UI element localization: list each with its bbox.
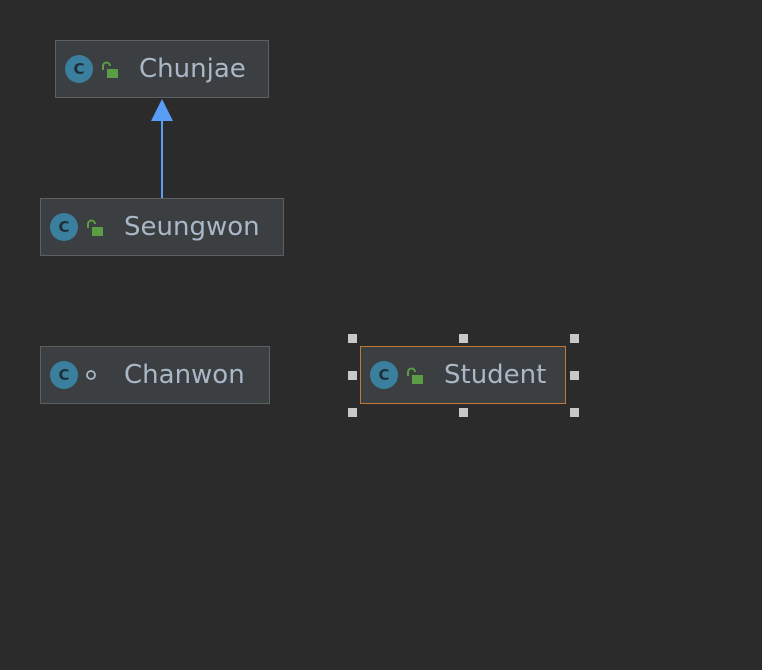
resize-handle-bottom-center[interactable] [459,408,468,417]
class-icon: C [50,361,78,389]
class-icon-letter: C [73,59,85,78]
package-private-circle-icon [86,370,96,380]
resize-handle-top-left[interactable] [348,334,357,343]
open-lock-icon [407,367,423,384]
inheritance-arrowhead [151,99,173,121]
class-name-label: Chunjae [139,54,246,84]
resize-handle-top-center[interactable] [459,334,468,343]
resize-handle-middle-left[interactable] [348,371,357,380]
class-name-label: Chanwon [124,360,245,390]
resize-handle-top-right[interactable] [570,334,579,343]
resize-handle-bottom-right[interactable] [570,408,579,417]
class-icon: C [65,55,93,83]
open-lock-icon [87,219,103,236]
class-node-chunjae[interactable]: C Chunjae [55,40,269,98]
class-icon-letter: C [378,365,390,384]
class-node-chanwon[interactable]: C Chanwon [40,346,270,404]
resize-handle-middle-right[interactable] [570,371,579,380]
class-name-label: Student [444,360,547,390]
resize-handle-bottom-left[interactable] [348,408,357,417]
class-icon: C [370,361,398,389]
class-icon-letter: C [58,365,70,384]
class-name-label: Seungwon [124,212,260,242]
class-icon-letter: C [58,217,70,236]
class-icon: C [50,213,78,241]
class-node-seungwon[interactable]: C Seungwon [40,198,284,256]
class-node-student[interactable]: C Student [360,346,566,404]
open-lock-icon [102,61,118,78]
